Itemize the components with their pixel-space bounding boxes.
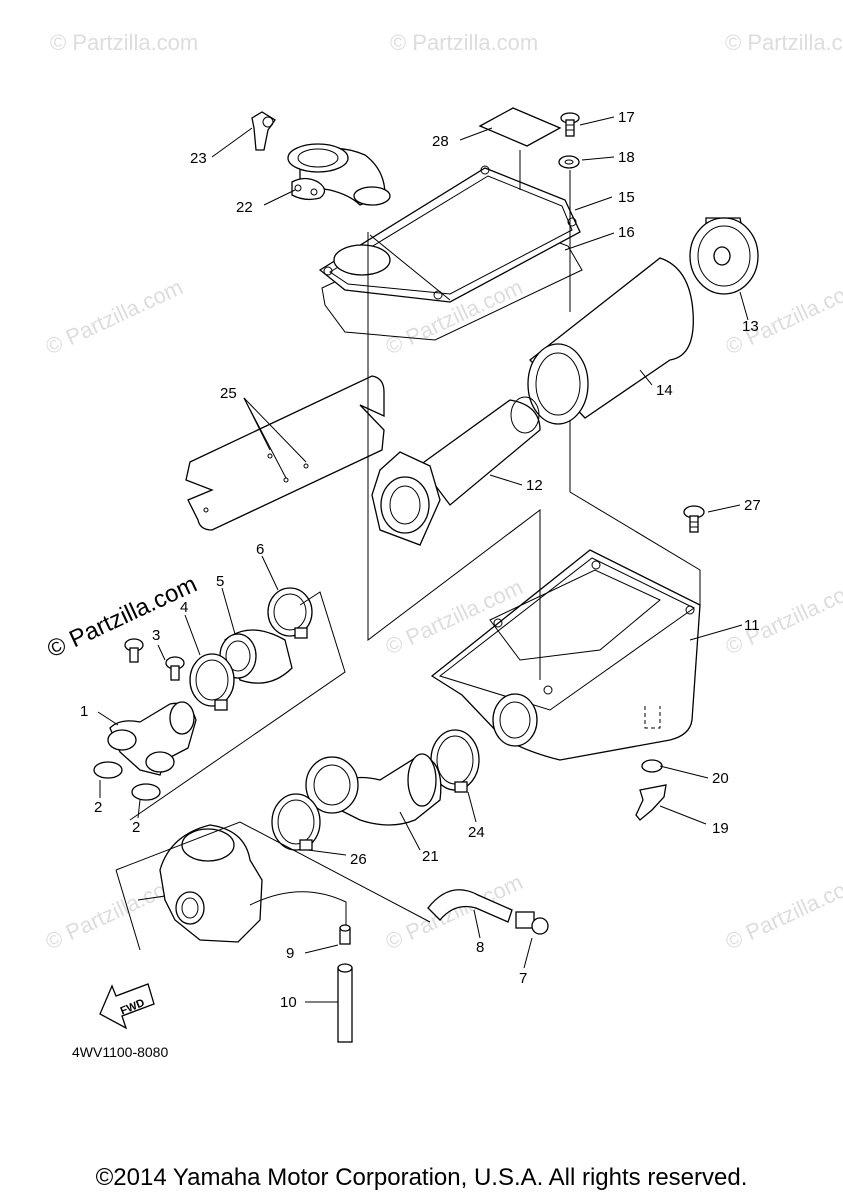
- part-5-joint: [219, 629, 293, 684]
- part-28-label: [478, 107, 562, 147]
- part-26-clamp: [271, 793, 321, 851]
- callout-14: 14: [656, 382, 673, 399]
- part-17-screw: [560, 112, 580, 137]
- callout-7: 7: [519, 970, 527, 987]
- part-12-filter-guide: [371, 396, 541, 546]
- copyright-notice: ©2014 Yamaha Motor Corporation, U.S.A. A…: [95, 1164, 748, 1191]
- callout-25: 25: [220, 385, 237, 402]
- carburetor-assembly: [137, 824, 347, 943]
- callout-13: 13: [742, 318, 759, 335]
- callout-26: 26: [350, 851, 367, 868]
- part-18-washer: [558, 155, 580, 169]
- callout-23: 23: [190, 150, 207, 167]
- part-27-bolt: [683, 505, 705, 533]
- fwd-arrow-icon: FWD: [99, 983, 155, 1030]
- part-3-bolt: [124, 638, 185, 681]
- watermark-text: © Partzilla.com: [390, 30, 538, 55]
- callout-6: 6: [256, 541, 264, 558]
- callout-2: 2: [94, 799, 102, 816]
- callout-21: 21: [422, 848, 439, 865]
- part-21-joint-hose: [305, 753, 442, 826]
- watermark-text: © Partzilla.com: [42, 274, 187, 359]
- watermark-text: © Partzilla.com: [50, 30, 198, 55]
- callout-20: 20: [712, 770, 729, 787]
- part-number-callouts: 1 2 2 3 4 5 6 7 8 9 10 11 12 13 14 15 16…: [80, 109, 761, 1011]
- part-2-o-ring: [93, 761, 161, 801]
- part-19-drain-plug: [635, 784, 667, 821]
- part-8-hose: [427, 889, 513, 923]
- callout-10: 10: [280, 994, 297, 1011]
- callout-22: 22: [236, 199, 253, 216]
- callout-16: 16: [618, 224, 635, 241]
- callout-24: 24: [468, 824, 485, 841]
- callout-4: 4: [180, 599, 188, 616]
- watermark-text: © Partzilla.com: [722, 574, 843, 659]
- part-22-intake-duct: [287, 143, 391, 206]
- part-7-fitting: [515, 911, 549, 935]
- callout-2: 2: [132, 819, 140, 836]
- part-23-fitting: [251, 111, 276, 151]
- watermark-text: © Partzilla.com: [722, 869, 843, 954]
- callout-3: 3: [152, 627, 160, 644]
- diagram-code: 4WV1100-8080: [72, 1044, 169, 1060]
- leader-lines: [97, 116, 749, 1003]
- callout-17: 17: [618, 109, 635, 126]
- callout-27: 27: [744, 497, 761, 514]
- part-9-fitting: [339, 924, 351, 945]
- part-4-clamp: [189, 653, 235, 711]
- callout-12: 12: [526, 477, 543, 494]
- part-10-tube: [337, 963, 353, 1043]
- watermark-text: © Partzilla.com: [725, 30, 843, 55]
- part-6-clamp: [267, 587, 313, 639]
- part-25-heat-shield: [185, 375, 385, 531]
- callout-1: 1: [80, 703, 88, 720]
- part-24-clamp: [430, 729, 480, 793]
- assembly-lines: [115, 150, 701, 951]
- watermark-text: © Partzilla.com: [43, 571, 201, 664]
- callout-11: 11: [744, 617, 760, 634]
- callout-19: 19: [712, 820, 729, 837]
- part-20-clip: [641, 759, 669, 773]
- callout-9: 9: [286, 945, 294, 962]
- part-11-air-box: [430, 549, 701, 761]
- callout-15: 15: [618, 189, 635, 206]
- part-13-end-cap: [689, 217, 759, 295]
- callout-8: 8: [476, 939, 484, 956]
- part-15-cover: [318, 165, 581, 303]
- part-1-manifold: [107, 701, 197, 776]
- callout-5: 5: [216, 573, 224, 590]
- callout-18: 18: [618, 149, 635, 166]
- part-14-filter-element: [527, 257, 694, 425]
- callout-28: 28: [432, 133, 449, 150]
